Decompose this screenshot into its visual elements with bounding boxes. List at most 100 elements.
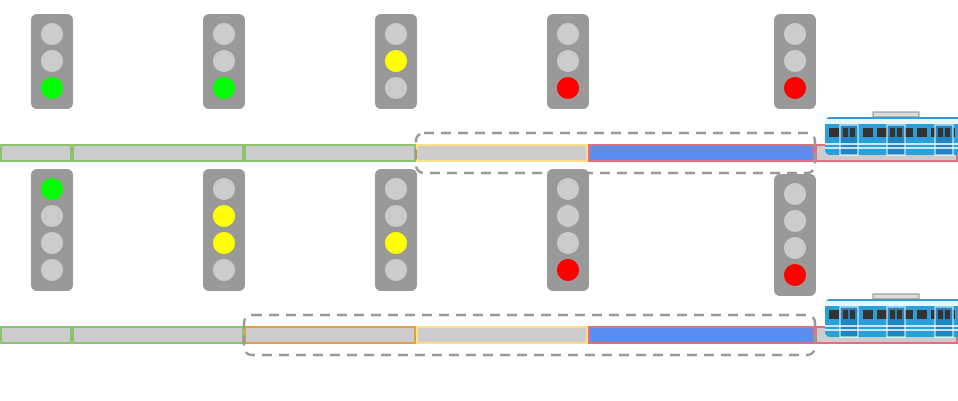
signal-lamp-off: [557, 23, 579, 45]
signal-5: [774, 174, 816, 296]
signal-housing: [774, 174, 816, 296]
track: [0, 326, 958, 344]
signal-lamp-off: [213, 178, 235, 200]
train-pantograph: [872, 111, 920, 118]
train-window: [877, 128, 887, 137]
train-icon: [825, 111, 958, 156]
signal-lamp-yellow: [385, 50, 407, 72]
track-block-clear: [0, 144, 72, 162]
signal-lamp-off: [41, 232, 63, 254]
train-door-window: [850, 128, 855, 137]
signal-lamp-off: [213, 50, 235, 72]
signal-lamp-off: [385, 178, 407, 200]
track: [0, 144, 958, 162]
signal-lamp-yellow: [385, 232, 407, 254]
signal-lamp-green: [41, 77, 63, 99]
train-door-window: [843, 310, 848, 319]
signal-housing: [31, 169, 73, 291]
signal-lamp-off: [41, 205, 63, 227]
signal-housing: [203, 169, 245, 291]
signal-lamp-off: [557, 178, 579, 200]
train-door-window: [890, 310, 895, 319]
train-door-window: [938, 128, 943, 137]
signal-lamp-red: [784, 77, 806, 99]
track-block-clear: [244, 144, 416, 162]
signal-lamp-off: [784, 237, 806, 259]
signal-4: [547, 14, 589, 109]
signal-3: [375, 14, 417, 109]
signal-lamp-red: [784, 264, 806, 286]
train-icon: [825, 293, 958, 338]
train-door-window: [890, 128, 895, 137]
train-door: [886, 306, 906, 338]
train-window: [863, 128, 873, 137]
train-door: [839, 306, 859, 338]
overlap-dashed-box: [414, 131, 817, 175]
signal-lamp-off: [557, 205, 579, 227]
signal-lamp-off: [213, 259, 235, 281]
signal-lamp-red: [557, 259, 579, 281]
signal-lamp-off: [41, 50, 63, 72]
signal-3: [375, 169, 417, 291]
track-block-caution: [416, 144, 588, 162]
signal-lamp-off: [385, 23, 407, 45]
train-pantograph: [872, 293, 920, 300]
signal-lamp-off: [385, 77, 407, 99]
train-door: [839, 124, 859, 156]
overlap-dashed-box: [242, 313, 817, 357]
train-door: [934, 306, 954, 338]
train-roof-stripe: [825, 301, 958, 306]
signal-lamp-off: [385, 205, 407, 227]
signal-lamp-off: [784, 210, 806, 232]
track-block-clear: [0, 326, 72, 344]
signal-lamp-yellow: [213, 232, 235, 254]
signal-4: [547, 169, 589, 291]
train-window: [829, 128, 839, 137]
train-door-window: [850, 310, 855, 319]
signal-lamp-red: [557, 77, 579, 99]
train-window: [877, 310, 887, 319]
train-roof-stripe: [825, 119, 958, 124]
train-window: [829, 310, 839, 319]
signal-2: [203, 169, 245, 291]
train-window: [917, 310, 927, 319]
train-window: [903, 310, 913, 319]
signal-lamp-off: [557, 50, 579, 72]
train-door-window: [945, 128, 950, 137]
signal-lamp-off: [41, 23, 63, 45]
train-door-window: [938, 310, 943, 319]
signal-lamp-green: [213, 77, 235, 99]
signal-lamp-off: [784, 183, 806, 205]
track-block-occupied: [588, 144, 815, 162]
signal-lamp-off: [557, 232, 579, 254]
train-door: [886, 124, 906, 156]
train-door-window: [843, 128, 848, 137]
signal-housing: [547, 169, 589, 291]
signal-lamp-off: [784, 50, 806, 72]
signal-lamp-off: [784, 23, 806, 45]
train-door-window: [945, 310, 950, 319]
scenario-four-aspect: [0, 169, 958, 357]
train-door-window: [897, 310, 902, 319]
signal-lamp-yellow: [213, 205, 235, 227]
train-door: [934, 124, 954, 156]
track-block-caution: [416, 326, 588, 344]
signal-1: [31, 14, 73, 109]
signal-lamp-off: [213, 23, 235, 45]
track-block-clear: [72, 144, 244, 162]
signal-lamp-green: [41, 178, 63, 200]
train-door-window: [897, 128, 902, 137]
track-block-occupied: [588, 326, 815, 344]
signal-2: [203, 14, 245, 109]
train-window: [917, 128, 927, 137]
scenario-three-aspect: [0, 14, 958, 175]
track-block-caution: [244, 326, 416, 344]
train-window: [903, 128, 913, 137]
track-block-clear: [72, 326, 244, 344]
signal-1: [31, 169, 73, 291]
train-window: [863, 310, 873, 319]
signal-housing: [375, 169, 417, 291]
signal-lamp-off: [41, 259, 63, 281]
signal-5: [774, 14, 816, 109]
